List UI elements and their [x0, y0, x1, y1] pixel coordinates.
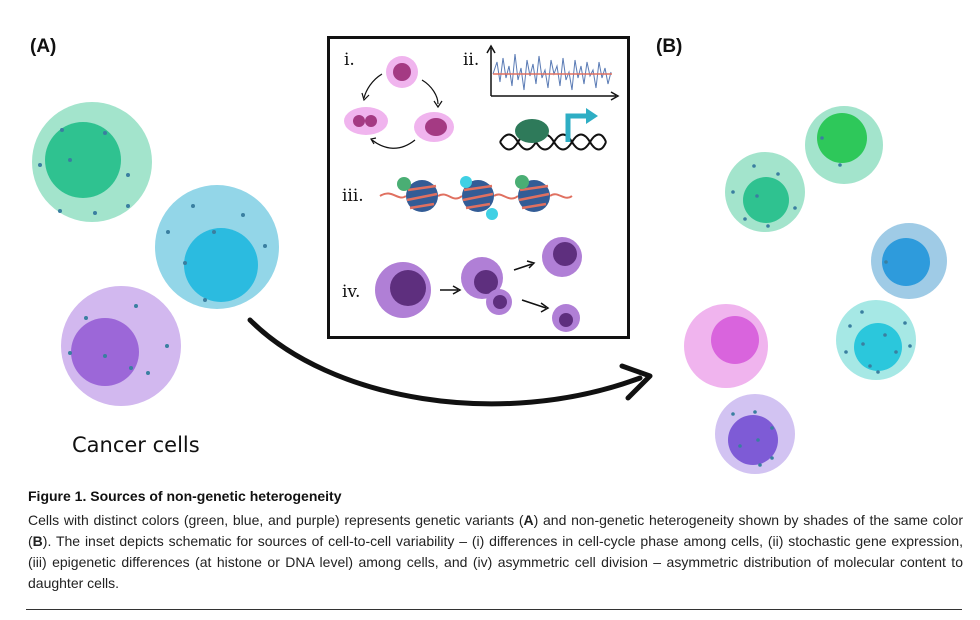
transition-arrow: [247, 317, 653, 407]
figure-caption: Figure 1. Sources of non-genetic heterog…: [28, 488, 963, 594]
cell-purple-a: [61, 286, 181, 406]
caption-body: Cells with distinct colors (green, blue,…: [28, 510, 963, 594]
stochastic-expression-diagram: [486, 44, 620, 151]
epigenetic-diagram: [379, 175, 573, 220]
cell-green-a: [32, 102, 152, 222]
caption-ref-a: A: [523, 512, 534, 528]
cell-cycle-diagram: [344, 56, 454, 149]
inset-label-ii: ii.: [463, 50, 480, 70]
cell-purple-b: [715, 394, 795, 474]
caption-text-3: ). The inset depicts schematic for sourc…: [28, 533, 963, 591]
cell-green-b-2: [805, 106, 883, 184]
caption-ref-b: B: [32, 533, 43, 549]
inset-label-i: i.: [344, 50, 355, 70]
caption-divider: [26, 609, 962, 610]
cell-blue-a: [155, 185, 279, 309]
panel-b-cells: [684, 106, 947, 474]
cancer-cells-label: Cancer cells: [72, 433, 200, 457]
cell-blue-b-1: [871, 223, 947, 299]
panel-a-cells: [32, 102, 279, 406]
caption-title: Figure 1. Sources of non-genetic heterog…: [28, 488, 342, 504]
asymmetric-division-diagram: [375, 237, 582, 332]
inset-label-iii: iii.: [342, 186, 364, 206]
cell-pink-b: [684, 304, 768, 388]
inset-label-iv: iv.: [342, 282, 361, 302]
panel-b-label: (B): [656, 36, 683, 57]
caption-text-1: Cells with distinct colors (green, blue,…: [28, 512, 524, 528]
cell-blue-b-2: [836, 300, 916, 380]
panel-a-label: (A): [30, 36, 57, 57]
cell-green-b-1: [725, 152, 805, 232]
caption-text-2: ) and non-genetic heterogeneity shown by…: [28, 512, 964, 549]
